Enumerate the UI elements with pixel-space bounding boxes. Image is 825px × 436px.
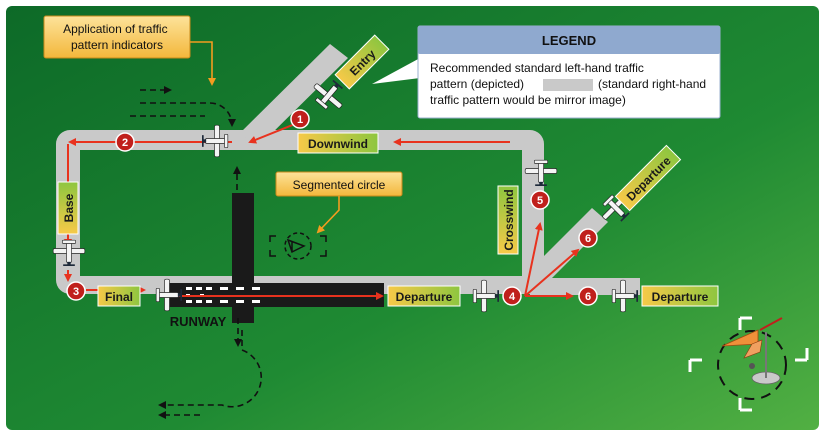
- label-departure-runway-text: Departure: [396, 290, 453, 304]
- callout-indicators-line2: pattern indicators: [71, 38, 163, 52]
- label-departure-right-text: Departure: [652, 290, 709, 304]
- svg-text:5: 5: [537, 195, 543, 207]
- callout-indicators: Application of traffic pattern indicator…: [43, 15, 216, 86]
- marker-1: 1: [290, 109, 310, 129]
- traffic-indicator-arrows: [130, 86, 263, 419]
- marker-5: 5: [530, 190, 550, 210]
- legend-line3: traffic pattern would be mirror image): [430, 93, 626, 107]
- marker-2: 2: [115, 132, 135, 152]
- svg-text:1: 1: [297, 114, 303, 126]
- label-departure-right: Departure: [641, 285, 719, 307]
- label-crosswind: Crosswind: [497, 185, 519, 255]
- svg-text:Application of traffic p: Application of traffic pattern indicator…: [63, 22, 171, 52]
- marker-3: 3: [66, 281, 86, 301]
- svg-text:6: 6: [585, 233, 591, 245]
- legend-title: LEGEND: [542, 33, 596, 48]
- label-final-text: Final: [105, 290, 133, 304]
- callout-segmented-circle: Segmented circle: [275, 171, 403, 234]
- label-final: Final: [97, 285, 141, 307]
- callout-indicators-line1: Application of traffic: [63, 22, 168, 36]
- svg-text:Segmented circle: Segmented circle: [293, 178, 386, 192]
- windsock-icon: [721, 329, 759, 347]
- legend: LEGEND Recommended standard left-hand tr…: [372, 25, 721, 119]
- svg-text:6: 6: [585, 291, 591, 303]
- runway-label: RUNWAY: [170, 314, 227, 329]
- legend-line1: Recommended standard left-hand traffic: [430, 61, 644, 75]
- svg-text:3: 3: [73, 286, 79, 298]
- marker-6b: 6: [578, 286, 598, 306]
- runway-markings: [186, 287, 260, 303]
- segmented-circle-center: [269, 232, 327, 260]
- label-entry: Entry: [334, 34, 390, 90]
- svg-text:2: 2: [122, 137, 128, 149]
- label-downwind: Downwind: [297, 132, 379, 154]
- segmented-circle-windsock: [688, 316, 809, 412]
- label-base-text: Base: [62, 193, 76, 222]
- label-departure-runway: Departure: [387, 285, 461, 307]
- legend-line2b: (standard right-hand: [598, 77, 706, 91]
- legend-line2a: pattern (depicted): [430, 77, 524, 91]
- svg-text:4: 4: [509, 291, 516, 303]
- label-downwind-text: Downwind: [308, 137, 368, 151]
- pattern-path: [56, 44, 640, 295]
- label-crosswind-text: Crosswind: [502, 189, 516, 250]
- label-base: Base: [57, 181, 79, 235]
- marker-6a: 6: [578, 228, 598, 248]
- legend-swatch: [543, 79, 593, 91]
- marker-4: 4: [502, 286, 522, 306]
- markers: 1 2 3 4 5 6 6: [66, 109, 598, 306]
